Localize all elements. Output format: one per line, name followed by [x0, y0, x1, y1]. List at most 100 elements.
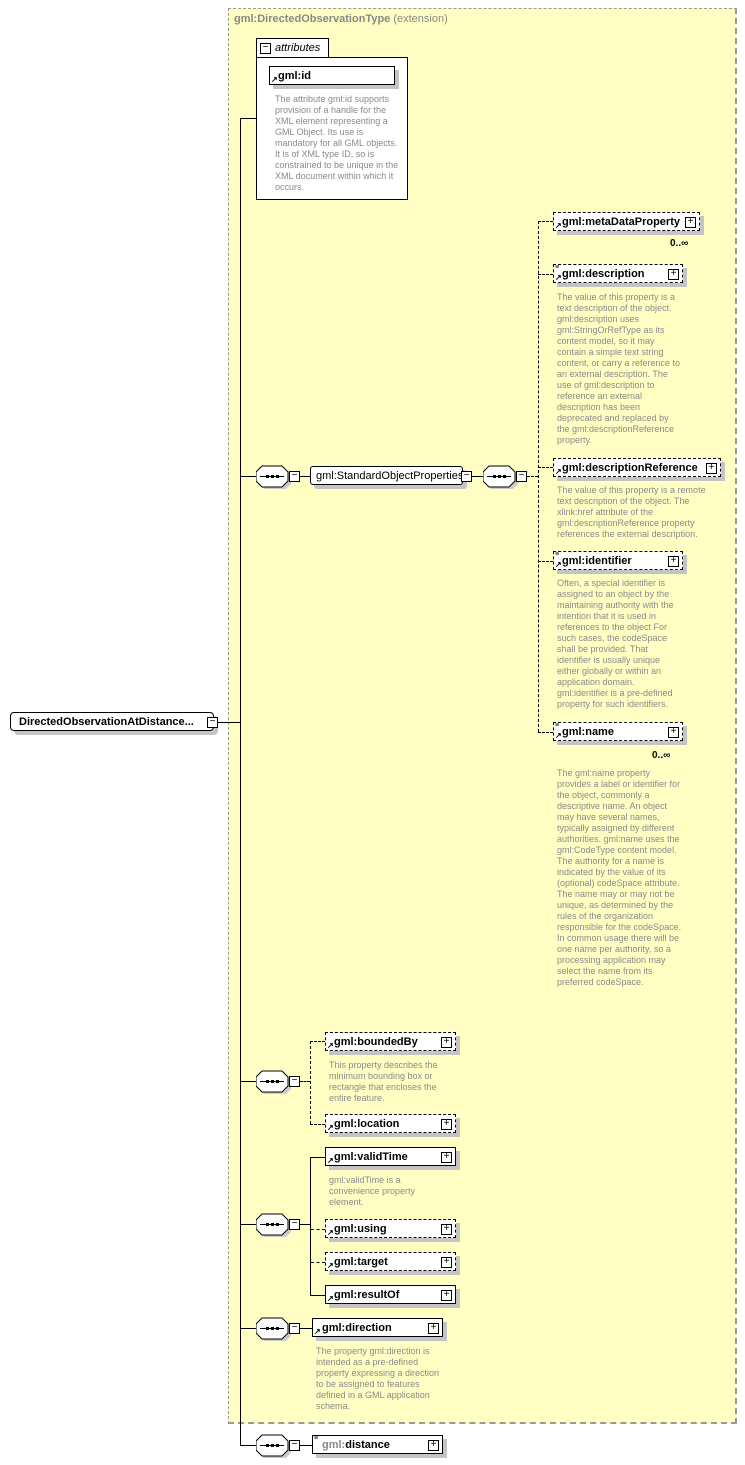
documentation-icon: ≡ [555, 722, 560, 729]
expand-icon[interactable]: + [428, 1323, 439, 1334]
expand-icon[interactable]: + [668, 556, 679, 567]
connector [538, 561, 553, 562]
collapse-icon[interactable]: − [516, 471, 527, 482]
connector [538, 732, 553, 733]
reference-icon: ↗ [327, 1228, 334, 1237]
element-doc: The property gml:direction is intended a… [316, 1346, 440, 1411]
expand-icon[interactable]: + [668, 727, 679, 738]
attribute-doc: The attribute gml:id supports provision … [275, 94, 399, 192]
connector [310, 1157, 311, 1295]
expand-icon[interactable]: + [441, 1119, 452, 1130]
element-doc: The gml:name property provides a label o… [557, 768, 682, 987]
sequence-icon [256, 465, 291, 489]
reference-icon: ↗ [555, 467, 562, 476]
expand-icon[interactable]: + [441, 1290, 452, 1301]
connector [300, 1081, 310, 1082]
connector [310, 1041, 311, 1124]
occurrence-label: 0..∞ [670, 238, 689, 249]
expand-icon[interactable]: + [441, 1037, 452, 1048]
connector [310, 1295, 325, 1296]
reference-icon: ↗ [327, 1156, 334, 1165]
extension-title: gml:DirectedObservationType (extension) [234, 13, 448, 25]
element-name[interactable]: ≡↗gml:name+ [553, 722, 683, 741]
element-distance[interactable]: ≡gml:distance+ [312, 1435, 443, 1454]
element-doc: This property describes the minimum boun… [329, 1060, 438, 1103]
element-description[interactable]: ≡↗gml:description+ [553, 264, 683, 283]
connector [538, 274, 553, 275]
collapse-icon[interactable]: − [207, 717, 218, 728]
reference-icon: ↗ [327, 1294, 334, 1303]
collapse-icon[interactable]: − [289, 1440, 300, 1451]
connector [538, 221, 553, 222]
connector [311, 1229, 325, 1230]
documentation-icon: ≡ [555, 264, 560, 271]
sequence-icon [256, 1434, 291, 1458]
connector [527, 476, 538, 477]
extension-region [228, 8, 737, 1424]
root-element-label: DirectedObservationAtDistance... [19, 716, 194, 728]
connector [240, 118, 256, 119]
documentation-icon: ≡ [555, 551, 560, 558]
connector [311, 1262, 325, 1263]
root-element[interactable]: DirectedObservationAtDistance... [10, 712, 214, 731]
connector [538, 221, 539, 732]
connector [472, 476, 483, 477]
collapse-icon[interactable]: − [289, 1076, 300, 1087]
collapse-icon[interactable]: − [289, 1219, 300, 1230]
element-identifier[interactable]: ≡↗gml:identifier+ [553, 551, 683, 570]
element-doc: The value of this property is a text des… [557, 292, 681, 445]
collapse-icon[interactable]: − [461, 471, 472, 482]
group-standard-object-properties[interactable]: gml:StandardObjectProperties [310, 466, 463, 485]
connector [310, 1157, 325, 1158]
reference-icon: ↗ [327, 1123, 334, 1132]
reference-icon: ↗ [555, 221, 562, 230]
connector [300, 1445, 312, 1446]
element-target[interactable]: ↗gml:target+ [325, 1252, 456, 1271]
reference-icon: ↗ [555, 560, 562, 569]
connector [310, 1124, 325, 1125]
reference-icon: ↗ [271, 75, 278, 84]
expand-icon[interactable]: + [706, 463, 717, 474]
reference-icon: ↗ [555, 731, 562, 740]
connector [240, 1081, 256, 1082]
connector [300, 476, 310, 477]
connector [300, 1328, 312, 1329]
expand-icon[interactable]: + [441, 1152, 452, 1163]
occurrence-label: 0..∞ [652, 750, 671, 761]
documentation-icon: ≡ [314, 1435, 319, 1442]
expand-icon[interactable]: + [428, 1440, 439, 1451]
attributes-tab[interactable]: − attributes [256, 38, 329, 58]
expand-icon[interactable]: + [668, 269, 679, 280]
element-validtime[interactable]: ↗gml:validTime+ [325, 1147, 456, 1166]
collapse-icon[interactable]: − [260, 43, 271, 54]
expand-icon[interactable]: + [441, 1257, 452, 1268]
element-resultof[interactable]: ↗gml:resultOf+ [325, 1285, 456, 1304]
reference-icon: ↗ [314, 1327, 321, 1336]
attributes-label: attributes [275, 42, 321, 54]
element-doc: Often, a special identifier is assigned … [557, 578, 674, 709]
element-using[interactable]: ↗gml:using+ [325, 1219, 456, 1238]
reference-icon: ↗ [327, 1041, 334, 1050]
element-boundedby[interactable]: ↗gml:boundedBy+ [325, 1032, 456, 1051]
element-doc: gml:validTime is a convenience property … [329, 1175, 416, 1207]
collapse-icon[interactable]: − [289, 1323, 300, 1334]
connector [538, 467, 553, 468]
connector [240, 1328, 256, 1329]
element-doc: The value of this property is a remote t… [557, 485, 706, 539]
sequence-icon [256, 1317, 291, 1341]
expand-icon[interactable]: + [441, 1224, 452, 1235]
connector [218, 722, 240, 723]
connector [300, 1224, 310, 1225]
element-location[interactable]: ↗gml:location+ [325, 1114, 456, 1133]
sequence-icon [256, 1213, 291, 1237]
sequence-icon [483, 465, 518, 489]
reference-icon: ↗ [555, 273, 562, 282]
reference-icon: ↗ [327, 1261, 334, 1270]
element-direction[interactable]: ↗gml:direction+ [312, 1318, 443, 1337]
attribute-gml-id[interactable]: ↗gml:id [269, 66, 395, 85]
expand-icon[interactable]: + [685, 217, 696, 228]
element-metadataproperty[interactable]: ↗gml:metaDataProperty+ [553, 212, 700, 231]
connector [310, 1041, 325, 1042]
collapse-icon[interactable]: − [289, 471, 300, 482]
element-descriptionreference[interactable]: ↗gml:descriptionReference+ [553, 458, 721, 477]
